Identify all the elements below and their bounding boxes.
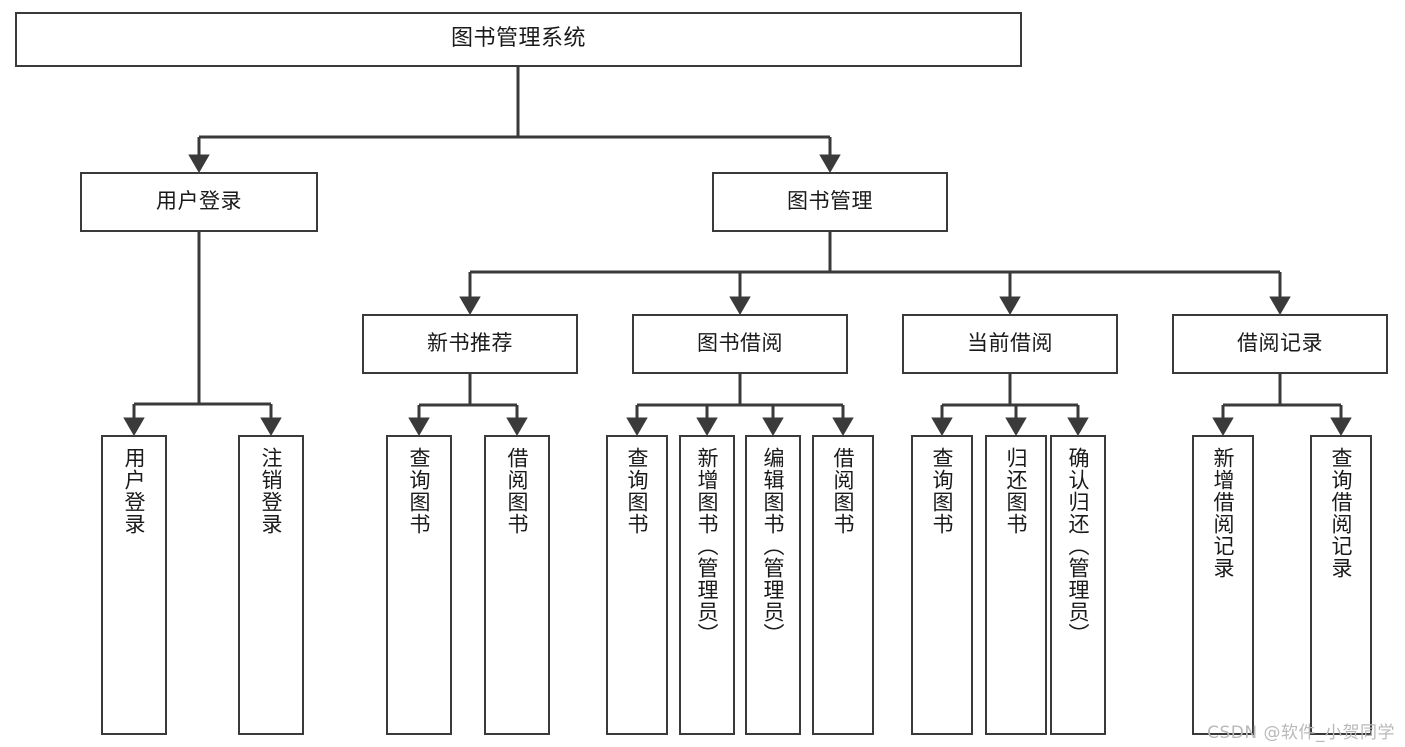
- node-label: 借阅图书: [831, 447, 856, 535]
- node-label: 编辑图书（管理员）: [761, 447, 786, 645]
- node-label: 归还图书: [1004, 447, 1029, 535]
- node-root-label: 图书管理系统: [450, 26, 586, 52]
- leaf-return-book[interactable]: 归还图书: [985, 435, 1047, 735]
- node-label: 查询图书: [625, 447, 650, 535]
- leaf-borrow-book-recommend[interactable]: 借阅图书: [484, 435, 550, 735]
- leaf-confirm-return-admin[interactable]: 确认归还（管理员）: [1050, 435, 1106, 735]
- leaf-query-book-borrow[interactable]: 查询图书: [606, 435, 668, 735]
- leaf-query-borrow-record[interactable]: 查询借阅记录: [1310, 435, 1372, 735]
- leaf-query-book-recommend[interactable]: 查询图书: [386, 435, 452, 735]
- leaf-logout-login[interactable]: 注销登录: [238, 435, 304, 735]
- node-label: 图书管理: [787, 189, 873, 214]
- node-level3-borrow-record[interactable]: 借阅记录: [1172, 314, 1388, 374]
- node-label: 借阅图书: [505, 447, 530, 535]
- leaf-add-borrow-record[interactable]: 新增借阅记录: [1192, 435, 1254, 735]
- node-label: 新增图书（管理员）: [695, 447, 720, 645]
- node-level2-book-management[interactable]: 图书管理: [712, 172, 948, 232]
- node-root[interactable]: 图书管理系统: [15, 12, 1022, 67]
- node-label: 图书借阅: [697, 331, 783, 356]
- node-label: 查询图书: [930, 447, 955, 535]
- node-label: 新书推荐: [427, 331, 513, 356]
- node-label: 当前借阅: [967, 331, 1053, 356]
- node-label: 确认归还（管理员）: [1066, 447, 1091, 645]
- leaf-edit-book-admin[interactable]: 编辑图书（管理员）: [745, 435, 801, 735]
- node-level2-user-login[interactable]: 用户登录: [80, 172, 318, 232]
- leaf-borrow-book[interactable]: 借阅图书: [812, 435, 874, 735]
- leaf-query-book-current[interactable]: 查询图书: [911, 435, 973, 735]
- node-label: 借阅记录: [1237, 331, 1323, 356]
- node-level3-book-borrow[interactable]: 图书借阅: [632, 314, 848, 374]
- node-level3-current-borrow[interactable]: 当前借阅: [902, 314, 1118, 374]
- watermark: CSDN @软件_小贺同学: [1207, 723, 1395, 743]
- node-label: 查询借阅记录: [1329, 447, 1354, 579]
- node-label: 新增借阅记录: [1211, 447, 1236, 579]
- leaf-add-book-admin[interactable]: 新增图书（管理员）: [679, 435, 735, 735]
- leaf-user-login[interactable]: 用户登录: [101, 435, 167, 735]
- node-label: 注销登录: [259, 447, 284, 535]
- node-label: 用户登录: [156, 189, 242, 214]
- node-label: 查询图书: [407, 447, 432, 535]
- node-label: 用户登录: [122, 447, 147, 535]
- node-level3-new-book-recommend[interactable]: 新书推荐: [362, 314, 578, 374]
